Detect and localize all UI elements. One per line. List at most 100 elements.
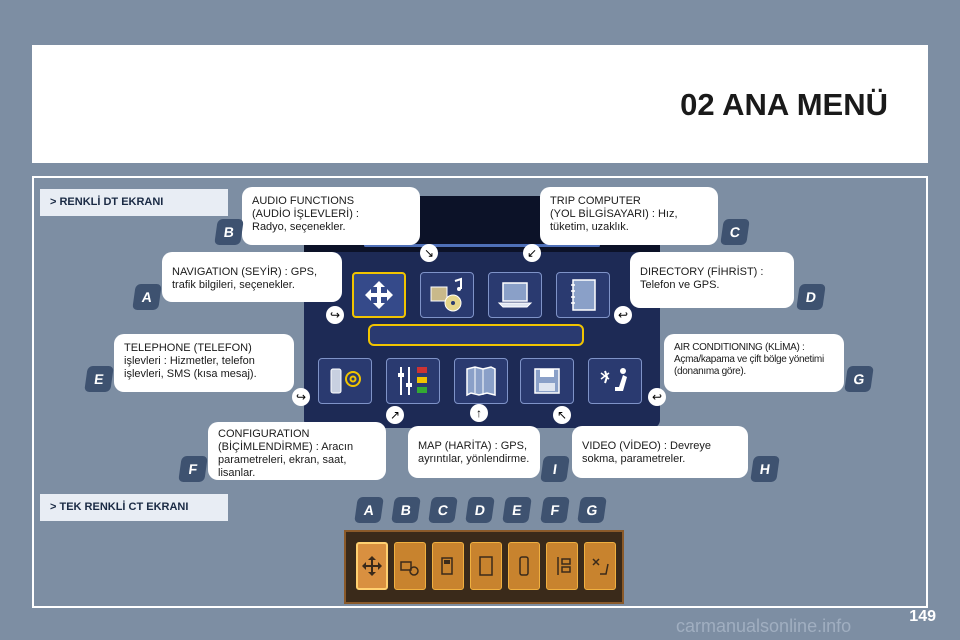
callout-audio: AUDIO FUNCTIONS (AUDİO İŞLEVLERİ) : Rady… xyxy=(242,187,420,245)
arrow-down-icon: ↘ xyxy=(420,244,438,262)
mono-configuration-tile[interactable] xyxy=(546,542,578,590)
callout-directory-line2: Telefon ve GPS. xyxy=(640,279,720,291)
callout-navigation-line1: NAVIGATION (SEYİR) : GPS, xyxy=(172,266,318,278)
callout-air-line1: AIR CONDITIONING (KLİMA) : xyxy=(674,342,805,353)
callout-telephone-line3: işlevleri, SMS (kısa mesaj). xyxy=(124,368,257,380)
callout-air-line3: (donanıma göre). xyxy=(674,366,746,377)
climate-seat-icon xyxy=(600,368,627,391)
page-title: 02 ANA MENÜ xyxy=(680,87,888,122)
badge-a: A xyxy=(132,284,162,310)
bottom-badge-b: B xyxy=(391,497,421,523)
mono-display-screen xyxy=(344,530,624,604)
bottom-badge-g: G xyxy=(577,497,607,523)
arrow-up-icon: ↑ xyxy=(470,404,488,422)
callout-directory: DIRECTORY (FİHRİST) : Telefon ve GPS. xyxy=(630,252,794,308)
address-book-icon xyxy=(479,556,493,576)
telephone-tile[interactable] xyxy=(318,358,372,404)
mono-directory-tile[interactable] xyxy=(470,542,502,590)
callout-configuration-line2: (BİÇİMLENDİRME) : Aracın xyxy=(218,441,354,453)
screen-label-bar xyxy=(368,324,584,346)
badge-e: E xyxy=(84,366,114,392)
callout-navigation-line2: trafik bilgileri, seçenekler. xyxy=(172,279,295,291)
callout-trip-line2: (YOL BİLGİSAYARI) : Hız, xyxy=(550,208,678,220)
callout-configuration: CONFIGURATION (BİÇİMLENDİRME) : Aracın p… xyxy=(208,422,386,480)
bottom-badge-c: C xyxy=(428,497,458,523)
callout-video-line1: VIDEO (VİDEO) : Devreye xyxy=(582,440,711,452)
badge-d: D xyxy=(796,284,826,310)
badge-b: B xyxy=(214,219,244,245)
callout-map-line2: ayrıntılar, yönlendirme. xyxy=(418,453,530,465)
mono-trip-tile[interactable] xyxy=(432,542,464,590)
callout-video-line2: sokma, parametreler. xyxy=(582,453,686,465)
arrow-left-icon: ↩ xyxy=(614,306,632,324)
arrow-up-icon: ↖ xyxy=(553,406,571,424)
navigation-icon xyxy=(365,281,393,309)
directory-tile[interactable] xyxy=(556,272,610,318)
header-box: 02 ANA MENÜ xyxy=(32,45,928,163)
arrow-left-icon: ↩ xyxy=(648,388,666,406)
callout-air-line2: Açma/kapama ve çift bölge yönetimi xyxy=(674,354,824,365)
section-label-mono-ct: > TEK RENKLİ CT EKRANI xyxy=(40,494,228,521)
phone-icon xyxy=(519,556,529,576)
trip-computer-tile[interactable] xyxy=(488,272,542,318)
callout-map: MAP (HARİTA) : GPS, ayrıntılar, yönlendi… xyxy=(408,426,540,478)
section-label-color-dt: > RENKLİ DT EKRANI xyxy=(40,189,228,216)
callout-air-conditioning: AIR CONDITIONING (KLİMA) : Açma/kapama v… xyxy=(664,334,844,392)
arrow-up-icon: ↗ xyxy=(386,406,404,424)
laptop-icon xyxy=(497,282,533,308)
address-book-icon xyxy=(571,279,596,311)
callout-trip-line1: TRIP COMPUTER xyxy=(550,195,641,207)
badge-f: F xyxy=(178,456,208,482)
screen-top-line xyxy=(364,244,600,247)
badge-i: I xyxy=(540,456,570,482)
callout-trip: TRIP COMPUTER (YOL BİLGİSAYARI) : Hız, t… xyxy=(540,187,718,245)
audio-icon xyxy=(430,277,462,312)
settings-sliders-icon xyxy=(557,557,571,575)
bottom-badge-a: A xyxy=(354,497,384,523)
climate-seat-icon xyxy=(592,558,609,575)
mono-telephone-tile[interactable] xyxy=(508,542,540,590)
floppy-icon xyxy=(534,368,560,394)
navigation-tile[interactable] xyxy=(352,272,406,318)
mono-audio-tile[interactable] xyxy=(394,542,426,590)
bottom-badge-d: D xyxy=(465,497,495,523)
bottom-badge-e: E xyxy=(502,497,532,523)
callout-map-line1: MAP (HARİTA) : GPS, xyxy=(418,440,527,452)
map-tile[interactable] xyxy=(454,358,508,404)
callout-configuration-line4: lisanlar. xyxy=(218,467,256,479)
callout-configuration-line3: parametreleri, ekran, saat, xyxy=(218,454,347,466)
callout-directory-line1: DIRECTORY (FİHRİST) : xyxy=(640,266,764,278)
callout-configuration-line1: CONFIGURATION xyxy=(218,428,310,440)
bottom-badge-f: F xyxy=(540,497,570,523)
fuel-pump-icon xyxy=(441,557,453,575)
navigation-icon xyxy=(362,556,382,576)
mono-navigation-tile[interactable] xyxy=(356,542,388,590)
arrow-right-icon: ↪ xyxy=(326,306,344,324)
callout-audio-line3: Radyo, seçenekler. xyxy=(252,221,346,233)
badge-h: H xyxy=(750,456,780,482)
mono-air-tile[interactable] xyxy=(584,542,616,590)
callout-telephone-line2: işlevleri : Hizmetler, telefon xyxy=(124,355,255,367)
callout-navigation: NAVIGATION (SEYİR) : GPS, trafik bilgile… xyxy=(162,252,342,302)
watermark: carmanualsonline.info xyxy=(676,616,852,636)
sliders-flags-icon xyxy=(398,367,427,395)
content-frame xyxy=(32,176,928,608)
badge-c: C xyxy=(720,219,750,245)
audio-icon xyxy=(400,561,419,576)
map-icon xyxy=(466,366,496,397)
callout-telephone: TELEPHONE (TELEFON) işlevleri : Hizmetle… xyxy=(114,334,294,392)
callout-video: VIDEO (VİDEO) : Devreye sokma, parametre… xyxy=(572,426,748,478)
page-number: 149 xyxy=(909,608,936,625)
callout-audio-line2: (AUDİO İŞLEVLERİ) : xyxy=(252,208,359,220)
arrow-down-icon: ↙ xyxy=(523,244,541,262)
video-tile[interactable] xyxy=(520,358,574,404)
phone-at-icon xyxy=(330,368,361,394)
callout-audio-line1: AUDIO FUNCTIONS xyxy=(252,195,355,207)
callout-telephone-line1: TELEPHONE (TELEFON) xyxy=(124,342,252,354)
audio-tile[interactable] xyxy=(420,272,474,318)
configuration-tile[interactable] xyxy=(386,358,440,404)
badge-g: G xyxy=(844,366,874,392)
callout-trip-line3: tüketim, uzaklık. xyxy=(550,221,629,233)
arrow-right-icon: ↪ xyxy=(292,388,310,406)
air-conditioning-tile[interactable] xyxy=(588,358,642,404)
